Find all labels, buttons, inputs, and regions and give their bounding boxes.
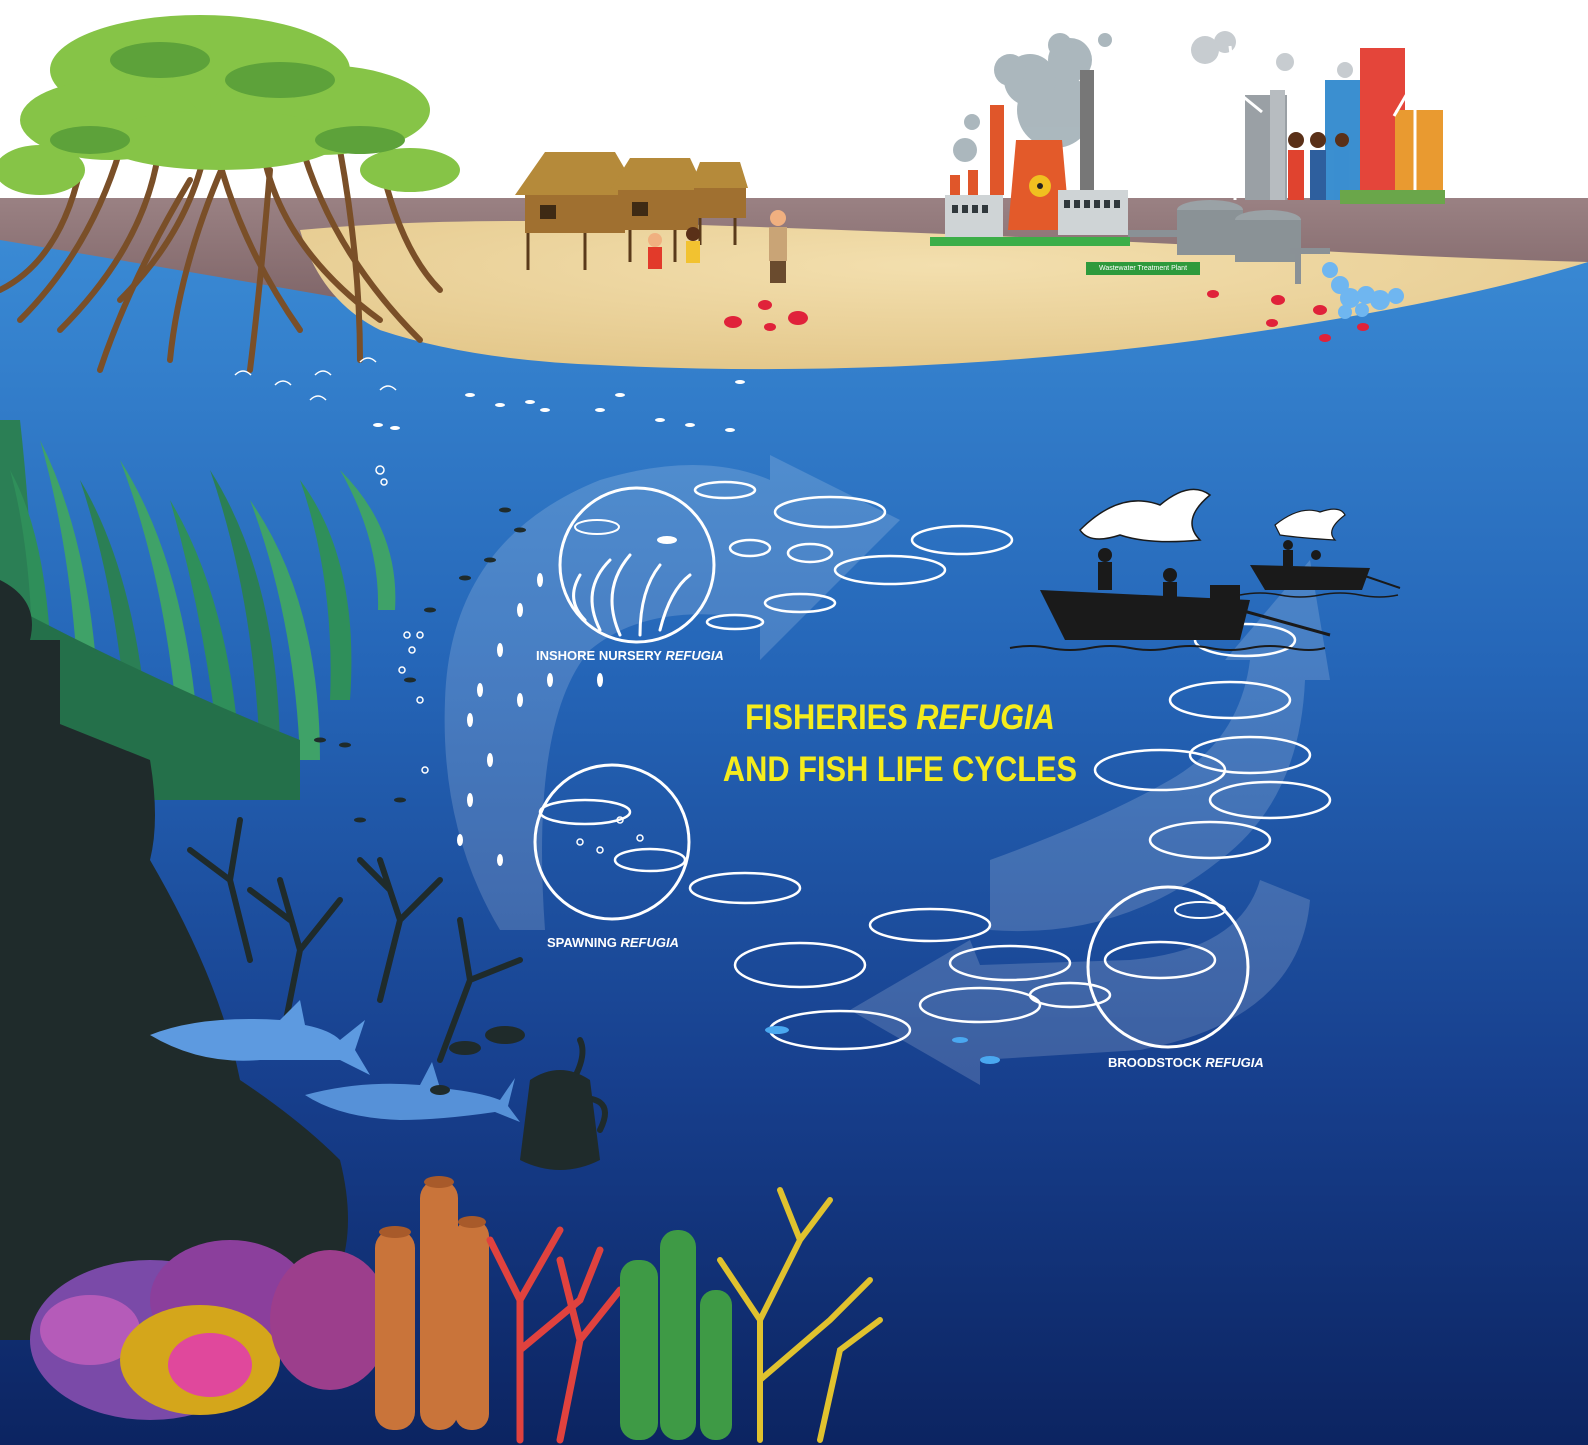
title-line-1-italic: REFUGIA xyxy=(916,698,1055,737)
dark-coral-sponge xyxy=(520,1070,600,1170)
label-spawning: SPAWNING REFUGIA xyxy=(547,935,679,950)
fishing-boat-large xyxy=(1009,488,1331,651)
fishing-boat-small xyxy=(1239,508,1401,598)
title-line-1-plain: FISHERIES xyxy=(745,698,917,737)
label-broodstock-plain: BROODSTOCK xyxy=(1108,1055,1206,1070)
stilt-huts xyxy=(515,152,748,270)
inshore-nursery-circle xyxy=(558,486,716,644)
reef-wall xyxy=(0,580,348,1300)
label-inshore-nursery: INSHORE NURSERY REFUGIA xyxy=(536,648,724,663)
beach-people xyxy=(648,210,787,283)
dark-fish xyxy=(430,1026,525,1095)
shrimp xyxy=(234,357,397,401)
city-skyline xyxy=(1191,31,1445,204)
label-spawning-plain: SPAWNING xyxy=(547,935,621,950)
label-inshore-italic: REFUGIA xyxy=(665,648,724,663)
title-line-1: FISHERIES REFUGIA xyxy=(715,692,1085,744)
label-broodstock: BROODSTOCK REFUGIA xyxy=(1108,1055,1264,1070)
blue-small-fish xyxy=(765,1026,1000,1064)
small-fish-school xyxy=(373,380,745,866)
shark-1 xyxy=(150,1000,370,1075)
label-broodstock-italic: REFUGIA xyxy=(1205,1055,1264,1070)
reef-wall-base xyxy=(0,640,60,1340)
label-inshore-plain: INSHORE NURSERY xyxy=(536,648,666,663)
spawning-circle xyxy=(533,763,691,921)
mangrove-tree xyxy=(0,15,460,373)
tuna-school-top xyxy=(693,480,1014,631)
label-spawning-italic: REFUGIA xyxy=(620,935,679,950)
wastewater-plant xyxy=(1128,200,1404,319)
dark-small-fish xyxy=(314,507,526,823)
red-crabs xyxy=(724,290,1369,342)
shark-2 xyxy=(305,1062,520,1122)
broodstock-circle xyxy=(1086,885,1250,1049)
bubbles xyxy=(375,465,429,774)
title-line-2: AND FISH LIFE CYCLES xyxy=(722,750,1078,789)
tuna-school-bottom xyxy=(688,871,1112,1051)
diagram-title: FISHERIES REFUGIA AND FISH LIFE CYCLES xyxy=(715,692,1085,796)
wastewater-plant-sign: Wastewater Treatment Plant xyxy=(1086,262,1200,275)
power-plant xyxy=(930,33,1130,246)
coral-garden xyxy=(30,1176,883,1444)
